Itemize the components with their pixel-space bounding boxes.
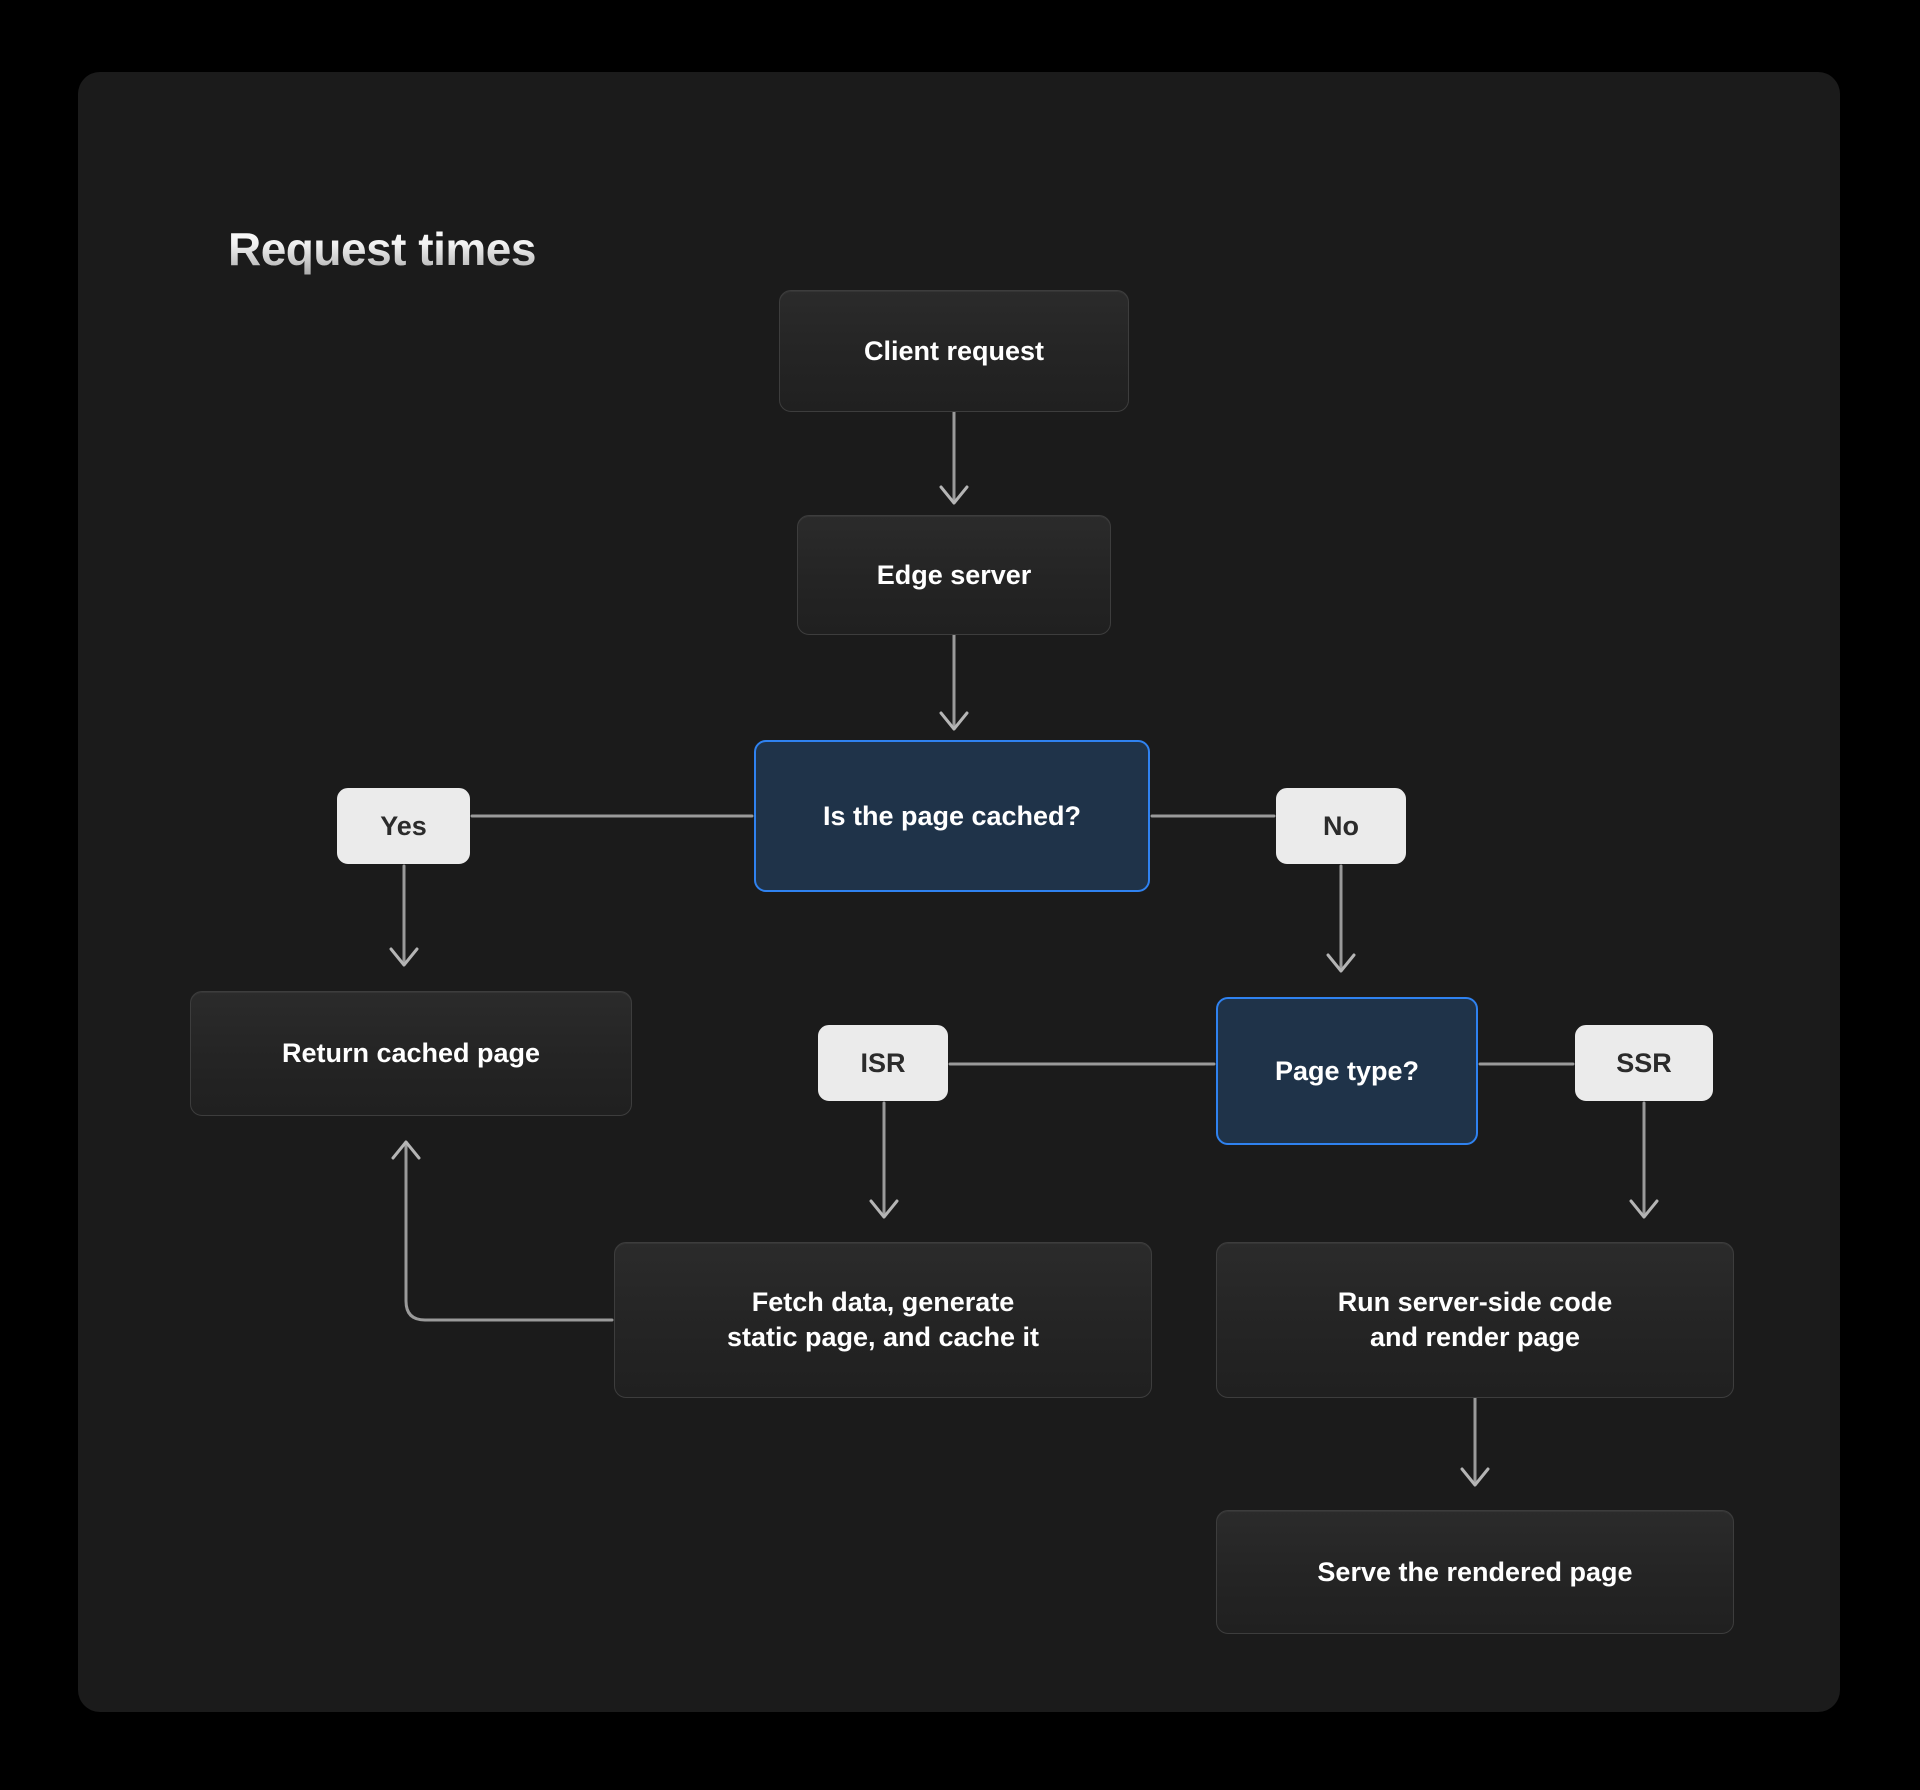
node-label: Return cached page: [281, 1038, 541, 1069]
node-label: Edge server: [876, 559, 1032, 590]
page-title: Request times: [228, 223, 536, 275]
node-run-server-side-code[interactable]: Run server-side code and render page: [1216, 1242, 1734, 1398]
node-page-type[interactable]: Page type?: [1216, 997, 1478, 1145]
edge-label-text: SSR: [1616, 1047, 1672, 1078]
node-label: Is the page cached?: [822, 800, 1082, 831]
node-label-line1: Fetch data, generate: [751, 1287, 1015, 1318]
node-label-line2: static page, and cache it: [726, 1322, 1040, 1352]
node-label: Run server-side code and render page: [1320, 1285, 1631, 1354]
node-label: Page type?: [1274, 1055, 1420, 1086]
edge-label-text: No: [1323, 810, 1359, 841]
node-label-line2: and render page: [1369, 1322, 1581, 1352]
node-edge-server[interactable]: Edge server: [797, 515, 1111, 635]
node-label: Client request: [863, 335, 1045, 366]
edge-label-text: ISR: [860, 1047, 906, 1078]
node-label: Fetch data, generate static page, and ca…: [709, 1285, 1057, 1354]
node-return-cached-page[interactable]: Return cached page: [190, 991, 632, 1116]
node-client-request[interactable]: Client request: [779, 290, 1129, 412]
node-is-the-page-cached[interactable]: Is the page cached?: [754, 740, 1150, 892]
edge-label-ssr[interactable]: SSR: [1575, 1025, 1713, 1101]
edge-label-no[interactable]: No: [1276, 788, 1406, 864]
node-label-line1: Run server-side code: [1337, 1287, 1613, 1318]
node-fetch-data-generate-static-page[interactable]: Fetch data, generate static page, and ca…: [614, 1242, 1152, 1398]
edge-label-yes[interactable]: Yes: [337, 788, 470, 864]
node-serve-the-rendered-page[interactable]: Serve the rendered page: [1216, 1510, 1734, 1634]
node-label: Serve the rendered page: [1317, 1556, 1633, 1587]
edge-label-text: Yes: [380, 810, 427, 841]
edge-label-isr[interactable]: ISR: [818, 1025, 948, 1101]
